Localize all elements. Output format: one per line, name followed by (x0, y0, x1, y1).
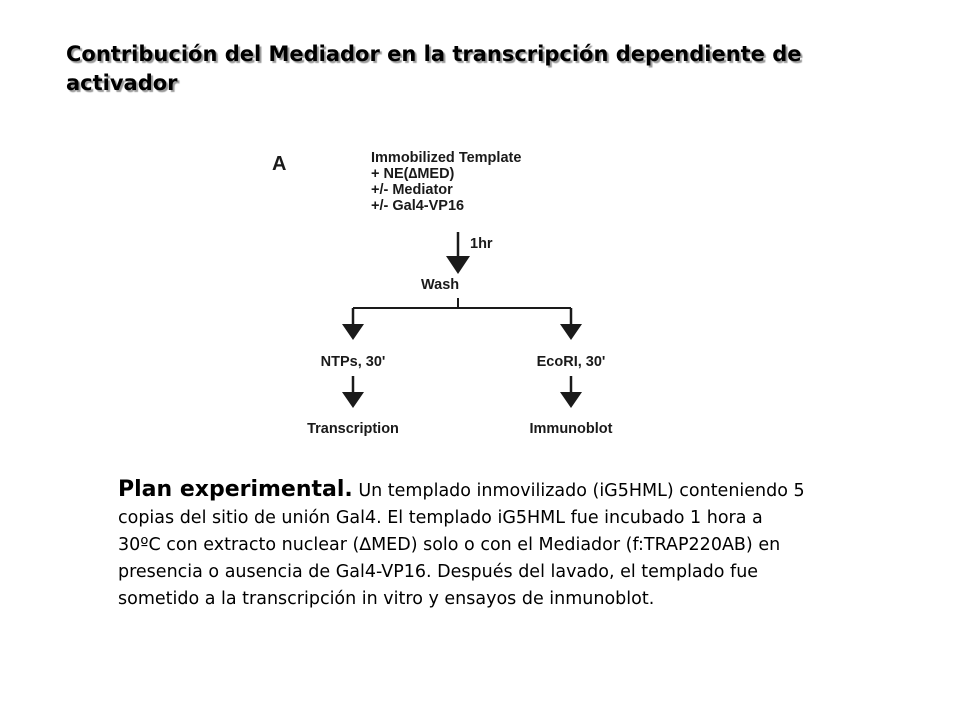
left-result-arrow-head (342, 392, 364, 408)
caption-body: Un templado inmovilizado (iG5HML) conten… (118, 481, 805, 609)
left-branch-arrow-head (342, 324, 364, 340)
wash-label: Wash (421, 277, 459, 293)
experimental-flow-diagram: A Immobilized Template + NE(∆MED) +/- Me… (258, 140, 668, 440)
right-result-arrow-head (560, 392, 582, 408)
caption-lead: Plan experimental. (118, 477, 353, 502)
setup-line-3: +/- Mediator (371, 182, 453, 198)
panel-label: A (272, 153, 286, 175)
slide-title: Contribución del Mediador en la transcri… (66, 42, 802, 95)
figure-caption: Plan experimental. Un templado inmoviliz… (118, 476, 808, 613)
flow-diagram-svg: A Immobilized Template + NE(∆MED) +/- Me… (272, 150, 613, 437)
right-branch-arrow-head (560, 324, 582, 340)
right-branch-result: Immunoblot (530, 421, 613, 437)
setup-line-1: Immobilized Template (371, 150, 521, 166)
left-branch-result: Transcription (307, 421, 399, 437)
left-branch-step: NTPs, 30' (321, 354, 386, 370)
incubation-arrow-head (446, 256, 470, 274)
right-branch-step: EcoRI, 30' (537, 354, 606, 370)
setup-line-2: + NE(∆MED) (371, 166, 455, 182)
setup-line-4: +/- Gal4-VP16 (371, 198, 464, 214)
incubation-label: 1hr (470, 236, 493, 252)
